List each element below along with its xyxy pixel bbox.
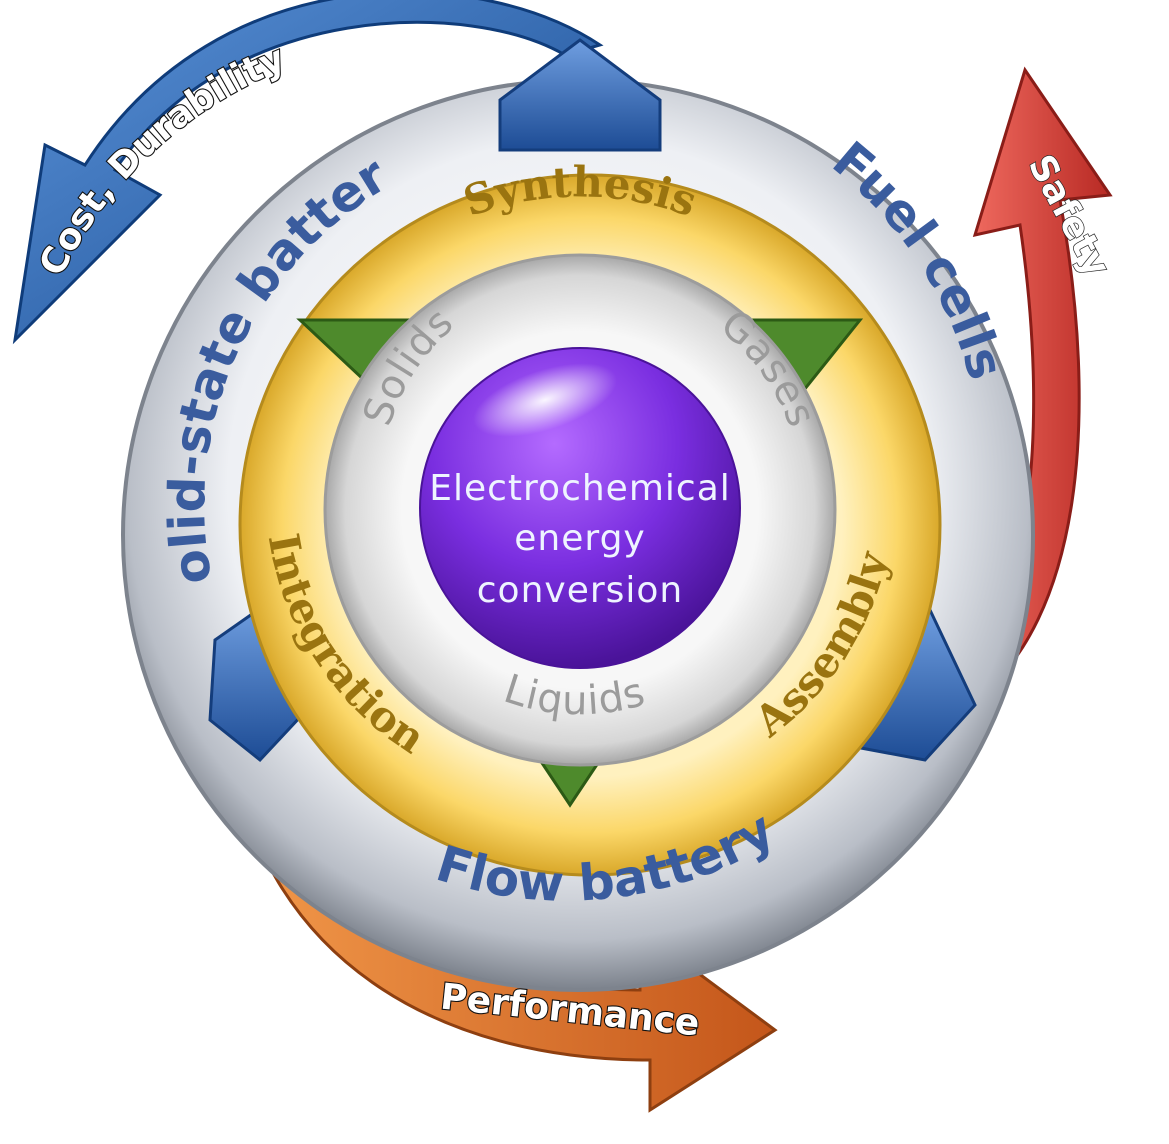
blue-marker-top [498,38,662,152]
core-line-2: energy [514,518,645,559]
core-line-1: Electrochemical [429,468,731,509]
sphere-highlight [473,363,617,437]
core-line-3: conversion [477,570,684,611]
cost-durability-arrow [12,0,604,345]
